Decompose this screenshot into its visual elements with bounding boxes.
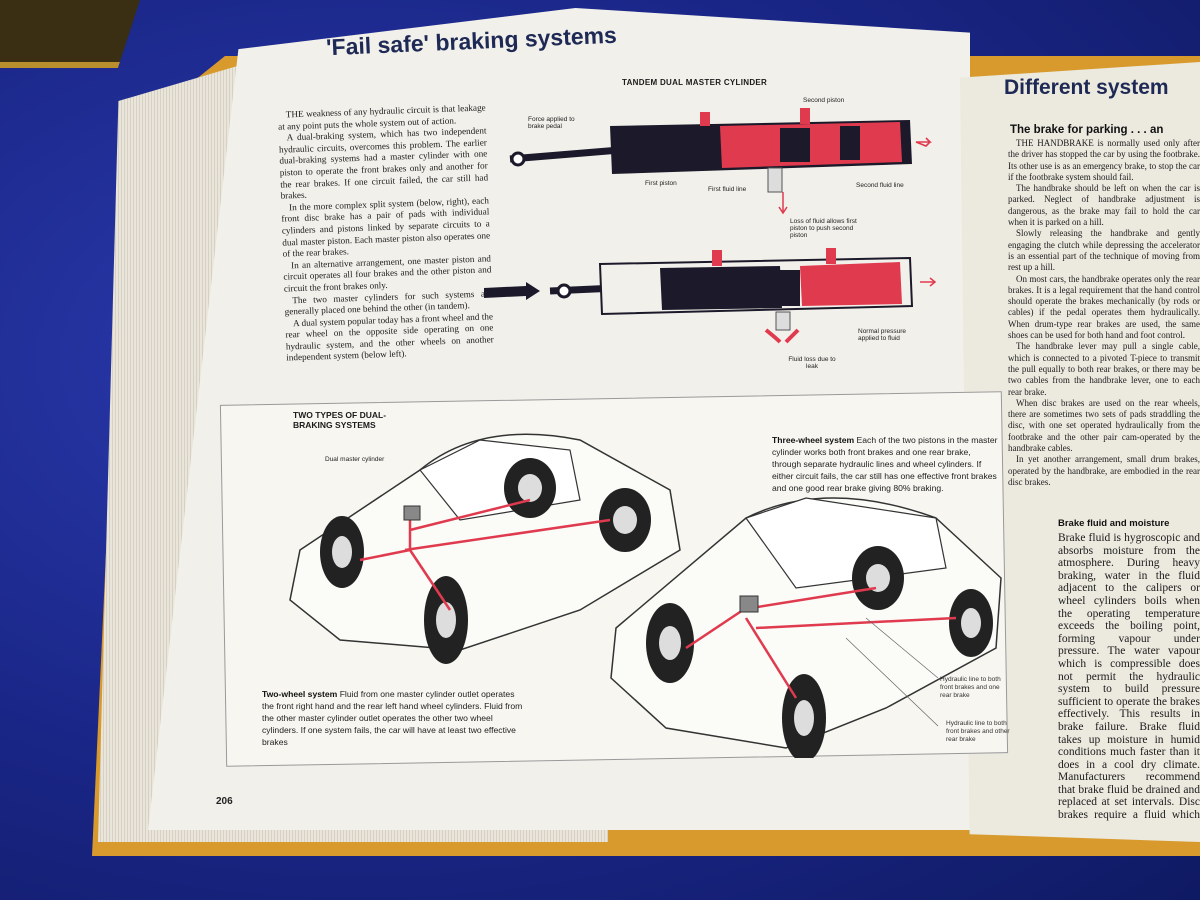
right-page-heading: Different system xyxy=(1004,76,1169,99)
paragraph: The handbrake should be left on when the… xyxy=(1008,183,1200,228)
paragraph: THE HANDBRAKE is normally used only afte… xyxy=(1008,138,1200,182)
two-wheel-car-illustration xyxy=(289,433,681,664)
tandem-cylinder-top xyxy=(509,108,932,193)
paragraph: Slowly releasing the handbrake and gentl… xyxy=(1008,228,1200,273)
loss-of-fluid-label: Loss of fluid allows first piston to pus… xyxy=(790,218,857,239)
two-wheel-caption: Two-wheel system Fluid from one master c… xyxy=(262,689,523,747)
paragraph: In the more complex split system (below,… xyxy=(281,195,491,259)
down-arrow xyxy=(778,192,788,215)
dual-master-cylinder-label: Dual master cylinder xyxy=(325,456,385,463)
tandem-diagram-title: TANDEM DUAL MASTER CYLINDER xyxy=(622,78,768,87)
brake-fluid-subheading: Brake fluid and moisture xyxy=(1058,518,1170,529)
paragraph: A dual-braking system, which has two ind… xyxy=(278,125,489,201)
left-body-text: THE weakness of any hydraulic circuit is… xyxy=(278,102,495,364)
page-number: 206 xyxy=(216,796,233,807)
hydraulic-line-label-1: Hydraulic line to both front brakes and … xyxy=(940,676,1001,699)
three-wheel-car-illustration xyxy=(610,497,1002,758)
brake-fluid-text: Brake fluid is hygroscopic and absorbs m… xyxy=(1058,532,1200,822)
right-page-subheading: The brake for parking . . . an xyxy=(1010,124,1164,136)
paragraph: On most cars, the handbrake operates onl… xyxy=(1008,273,1200,341)
fluid-loss-label: Fluid loss due to leak xyxy=(788,356,836,370)
second-piston-label: Second piston xyxy=(803,97,845,104)
second-fluid-line-label: Second fluid line xyxy=(856,182,904,189)
normal-pressure-label: Normal pressure applied to fluid xyxy=(858,328,907,342)
force-label: Force applied to brake pedal xyxy=(528,116,575,130)
tandem-cylinder-bottom xyxy=(484,248,937,344)
paragraph: In yet another arrangement, small drum b… xyxy=(1008,454,1200,487)
paragraph: The handbrake lever may pull a single ca… xyxy=(1008,341,1200,397)
paragraph: A dual system popular today has a front … xyxy=(285,311,494,364)
three-wheel-caption: Three-wheel system Each of the two pisto… xyxy=(772,435,998,493)
corner-book xyxy=(0,0,141,68)
dual-box-title: TWO TYPES OF DUAL- BRAKING SYSTEMS xyxy=(293,410,387,430)
right-body-text: THE HANDBRAKE is normally used only afte… xyxy=(1008,138,1200,798)
first-piston-label: First piston xyxy=(645,180,677,187)
hydraulic-line-label-2: Hydraulic line to both front brakes and … xyxy=(946,720,1010,743)
first-fluid-line-label: First fluid line xyxy=(708,186,747,193)
paragraph: When disc brakes are used on the rear wh… xyxy=(1008,397,1200,454)
